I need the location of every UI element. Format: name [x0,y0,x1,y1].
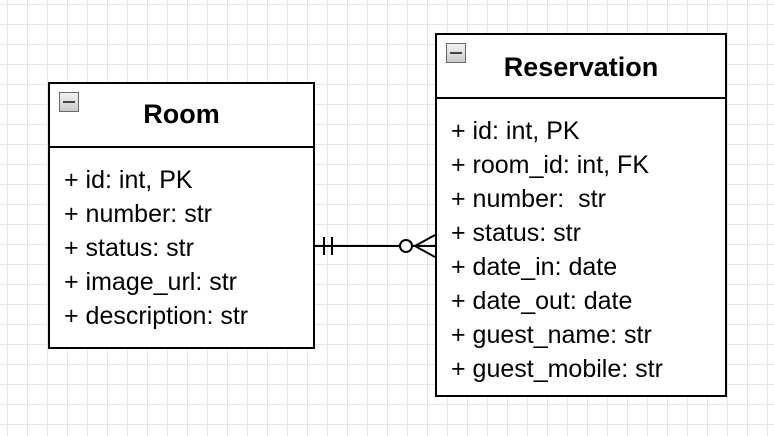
room-attribute-list: + id: int, PK + number: str + status: st… [64,163,248,333]
room-entity-title: Room [143,99,220,129]
reservation-entity-header: Reservation [437,35,725,99]
room-entity-header: Room [50,84,313,148]
reservation-attribute: + status: str [451,219,581,247]
zero-marker-circle [399,239,413,253]
reservation-attribute: + date_in: date [451,253,618,281]
reservation-attribute: + date_out: date [451,287,633,315]
reservation-entity-title: Reservation [503,52,659,82]
room-attribute: + id: int, PK [64,166,193,194]
collapse-icon[interactable] [59,92,79,112]
reservation-entity[interactable]: Reservation + id: int, PK + room_id: int… [435,33,727,397]
room-attribute: + number: str [64,200,212,228]
reservation-attribute: + guest_mobile: str [451,355,663,383]
crowfoot-upper [414,234,436,247]
room-attribute: + image_url: str [64,268,237,296]
reservation-attribute: + guest_name: str [451,321,652,349]
room-attribute: + description: str [64,302,249,330]
room-entity[interactable]: Room + id: int, PK + number: str + statu… [48,82,315,349]
reservation-attribute-list: + id: int, PK + room_id: int, FK + numbe… [451,114,663,386]
crowfoot-lower [414,245,436,258]
reservation-attribute: + number: str [451,185,606,213]
room-attribute: + status: str [64,234,194,262]
collapse-icon[interactable] [446,43,466,63]
reservation-attribute: + room_id: int, FK [451,151,649,179]
reservation-attribute: + id: int, PK [451,117,580,145]
